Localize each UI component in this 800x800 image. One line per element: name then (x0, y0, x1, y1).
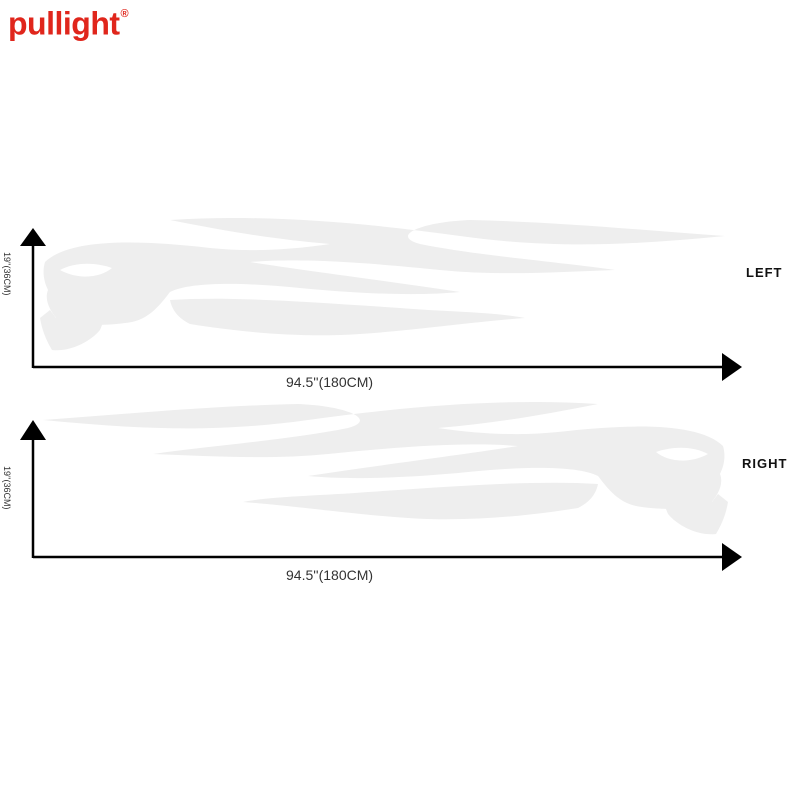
left-panel (20, 217, 742, 381)
left-up-arrow (20, 228, 46, 246)
brand-logo: pullight® (8, 0, 129, 44)
right-width-label: 94.5''(180CM) (286, 567, 374, 583)
right-eye-socket (656, 447, 708, 461)
left-flame-decal (40, 217, 725, 351)
right-side-label: RIGHT (742, 456, 788, 471)
right-right-arrow (722, 543, 742, 571)
registered-mark: ® (120, 8, 129, 20)
right-panel (20, 401, 742, 571)
brand-name: pullight (8, 5, 120, 42)
right-up-arrow (20, 420, 46, 440)
right-flame-decal (43, 401, 728, 535)
right-height-label: 19''(36CM) (2, 466, 12, 510)
left-side-label: LEFT (746, 265, 783, 280)
left-width-label: 94.5''(180CM) (286, 374, 374, 390)
left-eye-socket (60, 263, 112, 277)
left-height-label: 19''(36CM) (2, 252, 12, 296)
left-right-arrow (722, 353, 742, 381)
